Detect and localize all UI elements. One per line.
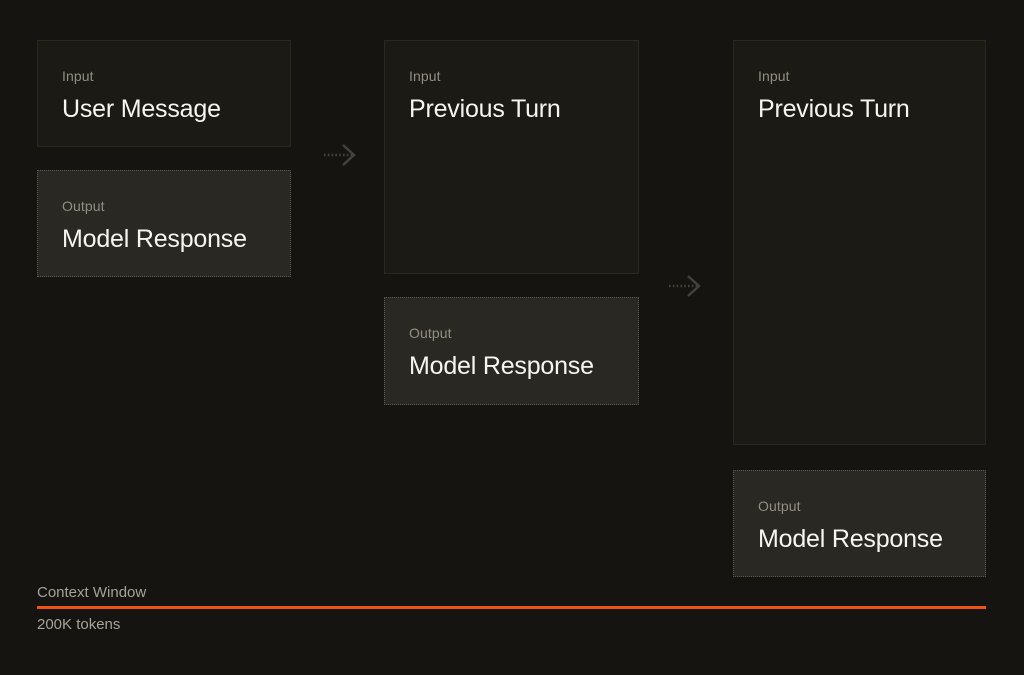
turn2-input-label: Input <box>409 68 441 84</box>
context-window-tokens: 200K tokens <box>37 616 121 633</box>
context-window-label: Context Window <box>37 584 147 601</box>
context-window-rule <box>37 606 986 609</box>
turn1-output-label: Output <box>62 198 105 214</box>
turn3-output-box: Output Model Response <box>733 470 986 577</box>
right-arrow-icon <box>668 272 702 300</box>
turn1-input-box: Input User Message <box>37 40 291 147</box>
turn1-input-label: Input <box>62 68 94 84</box>
turn3-output-label: Output <box>758 498 801 514</box>
turn3-input-title: Previous Turn <box>758 95 910 123</box>
turn2-input-box: Input Previous Turn <box>384 40 639 274</box>
right-arrow-icon <box>323 141 357 169</box>
turn3-output-title: Model Response <box>758 525 943 553</box>
turn2-output-label: Output <box>409 325 452 341</box>
turn1-output-title: Model Response <box>62 225 247 253</box>
turn2-output-box: Output Model Response <box>384 297 639 405</box>
turn1-input-title: User Message <box>62 95 221 123</box>
turn2-input-title: Previous Turn <box>409 95 561 123</box>
turn2-output-title: Model Response <box>409 352 594 380</box>
turn3-input-label: Input <box>758 68 790 84</box>
turn3-input-box: Input Previous Turn <box>733 40 986 445</box>
turn1-output-box: Output Model Response <box>37 170 291 277</box>
